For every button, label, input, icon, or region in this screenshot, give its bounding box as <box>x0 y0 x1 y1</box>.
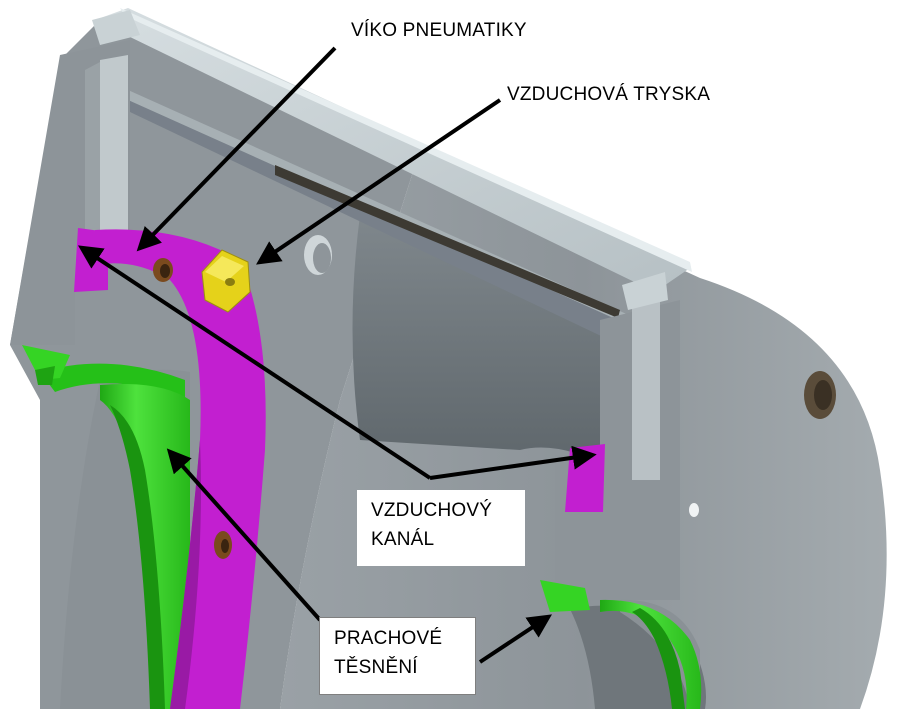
label-tire-cap-text: VÍKO PNEUMATIKY <box>351 20 527 41</box>
arrow-channel-right <box>429 445 597 480</box>
arrow-seal-right <box>478 614 553 664</box>
label-air-nozzle-text: VZDUCHOVÁ TRYSKA <box>507 84 711 105</box>
label-air-channel-line2: KANÁL <box>371 529 435 550</box>
arrow-seal-left <box>166 448 322 622</box>
arrow-cap <box>136 46 337 252</box>
arrow-nozzle <box>256 98 502 265</box>
label-dust-seal-line2: TĚSNĚNÍ <box>334 657 418 678</box>
bolt-holes <box>153 235 836 559</box>
label-dust-seal-line1: PRACHOVÉ <box>334 628 443 649</box>
label-air-nozzle: VZDUCHOVÁ TRYSKA <box>507 80 710 109</box>
label-air-channel: VZDUCHOVÝ KANÁL <box>357 490 525 566</box>
label-tire-cap: VÍKO PNEUMATIKY <box>351 16 527 45</box>
label-air-channel-line1: VZDUCHOVÝ <box>371 500 493 521</box>
arrow-channel-left <box>77 245 432 480</box>
label-dust-seal: PRACHOVÉ TĚSNĚNÍ <box>319 617 476 695</box>
annotation-arrows <box>77 46 597 664</box>
air-nozzle <box>201 249 251 313</box>
